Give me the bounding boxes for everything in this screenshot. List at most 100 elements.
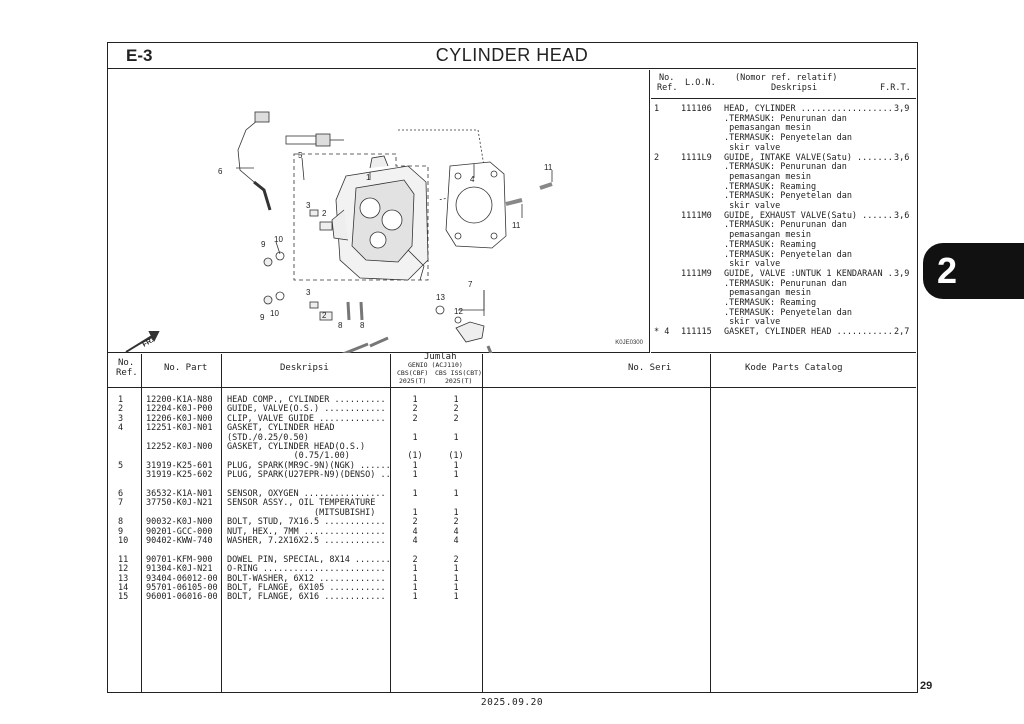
frt-desc: .TERMASUK: Penyetelan dan — [724, 191, 852, 202]
frt-desc: skir valve — [724, 201, 781, 211]
parts-col-qty2-line2: 2025(T) — [445, 377, 473, 385]
part-description: O-RING ........................ — [227, 564, 386, 575]
callout-11a: 11 — [544, 163, 553, 172]
part-description: BOLT, FLANGE, 6X16 ............ — [227, 592, 386, 603]
exploded-diagram: FR. 1 2 2 3 3 4 5 6 7 8 8 9 9 10 10 11 1… — [108, 70, 650, 353]
part-ref: 7 — [118, 498, 124, 509]
qty-cbs-iss: (1) — [448, 451, 464, 462]
qty-cbs-iss: 1 — [453, 507, 459, 518]
frt-col-frt: F.R.T. — [880, 83, 911, 93]
frt-desc: pemasangan mesin — [724, 230, 811, 241]
part-number: 37750-K0J-N21 — [146, 498, 213, 509]
part-description: SENSOR, OXYGEN ................ — [227, 489, 386, 499]
frt-desc: pemasangan mesin — [724, 288, 811, 299]
part-number: 90032-K0J-N00 — [146, 517, 213, 528]
qty-cbs-iss: 1 — [453, 592, 459, 603]
part-description: HEAD COMP., CYLINDER .......... — [227, 395, 386, 405]
frt-row: pemasangan mesin — [651, 172, 916, 182]
qty-cbs: 2 — [412, 554, 418, 565]
part-number: 12251-K0J-N01 — [146, 423, 213, 434]
qty-cbs-iss: 1 — [453, 460, 459, 471]
frt-lon: 1111M9 — [681, 268, 712, 279]
part-description: PLUG, SPARK(U27EPR-N9)(DENSO) .. — [227, 470, 391, 481]
part-description: WASHER, 7.2X16X2.5 ............ — [227, 536, 386, 546]
callout-1: 1 — [366, 173, 371, 182]
frt-row: .TERMASUK: Reaming — [651, 182, 916, 192]
frt-value: 3,6 — [894, 152, 910, 163]
part-description: GASKET, CYLINDER HEAD(O.S.) — [227, 442, 366, 452]
qty-cbs: 1 — [412, 489, 418, 499]
part-ref: 12 — [118, 564, 129, 575]
parts-col-kode: Kode Parts Catalog — [745, 363, 843, 373]
frt-row: .TERMASUK: Penyetelan dan — [651, 133, 916, 143]
front-arrow-icon — [125, 331, 160, 353]
frt-desc: skir valve — [724, 317, 781, 328]
part-description: (MITSUBISHI) — [227, 507, 376, 518]
part-description: GASKET, CYLINDER HEAD — [227, 423, 335, 434]
callout-12: 12 — [454, 307, 463, 316]
frt-row: .TERMASUK: Penyetelan dan — [651, 191, 916, 201]
parts-col-no-ref-2: Ref. — [116, 368, 138, 378]
part-description: (STD./0.25/0.50) — [227, 432, 309, 443]
frt-lon: 111115 — [681, 327, 712, 338]
frt-ref: 2 — [654, 152, 660, 163]
table-row: (0.75/1.00)(1)(1) — [108, 451, 468, 461]
callout-9b: 9 — [260, 313, 265, 322]
part-description: PLUG, SPARK(MR9C-9N)(NGK) ...... — [227, 460, 391, 471]
callout-9a: 9 — [261, 240, 266, 249]
frt-row: 1111M9 GUIDE, VALVE :UNTUK 1 KENDARAAN .3… — [651, 269, 916, 279]
diagram-code: K0JE0300 — [615, 340, 643, 346]
frt-lon: 1111M0 — [681, 210, 712, 221]
frt-row: .TERMASUK: Penurunan dan — [651, 114, 916, 124]
frt-desc: .TERMASUK: Penyetelan dan — [724, 249, 852, 260]
frt-desc: .TERMASUK: Reaming — [724, 181, 817, 192]
front-arrow-label: FR. — [142, 337, 155, 349]
section-tab[interactable]: 2 — [923, 243, 1024, 299]
frt-desc: GUIDE, VALVE :UNTUK 1 KENDARAAN . — [724, 268, 893, 279]
qty-cbs-iss: 1 — [453, 395, 459, 405]
frt-desc: skir valve — [724, 142, 781, 153]
part-ref: 11 — [118, 554, 129, 565]
frt-desc: GUIDE, INTAKE VALVE(Satu) ....... — [724, 152, 893, 163]
parts-table-header: No. Ref. No. Part Deskripsi Jumlah GENIO… — [108, 353, 916, 388]
frt-value: 3,9 — [894, 104, 910, 114]
section-code: E-3 — [126, 46, 153, 65]
frt-desc: skir valve — [724, 259, 781, 270]
qty-cbs-iss: 1 — [453, 583, 459, 593]
part-number: 12204-K0J-P00 — [146, 404, 213, 415]
part-number: 90402-KWW-740 — [146, 536, 213, 546]
part-description: NUT, HEX., 7MM ................ — [227, 526, 386, 537]
callout-2b: 2 — [322, 311, 327, 320]
part-description: BOLT-WASHER, 6X12 ............. — [227, 573, 386, 584]
part-number: 90201-GCC-000 — [146, 526, 213, 537]
qty-cbs: 4 — [412, 526, 418, 537]
frt-desc: HEAD, CYLINDER .................. — [724, 104, 893, 114]
frt-row: .TERMASUK: Reaming — [651, 298, 916, 308]
callout-13: 13 — [436, 293, 445, 302]
part-ref: 2 — [118, 404, 124, 415]
frt-value: 3,9 — [894, 268, 910, 279]
callout-10b: 10 — [270, 309, 279, 318]
qty-cbs-iss: 1 — [453, 573, 459, 584]
divider-qty — [482, 354, 483, 692]
frt-row: .TERMASUK: Reaming — [651, 240, 916, 250]
callout-3b: 3 — [306, 288, 311, 297]
parts-col-no-ref-1: No. — [118, 358, 135, 368]
title-row: E-3 CYLINDER HEAD — [108, 43, 916, 69]
divider-part — [221, 354, 222, 692]
callout-4: 4 — [470, 175, 475, 184]
qty-cbs: 1 — [412, 432, 418, 443]
part-ref: 13 — [118, 573, 129, 584]
qty-cbs: 4 — [412, 536, 418, 546]
